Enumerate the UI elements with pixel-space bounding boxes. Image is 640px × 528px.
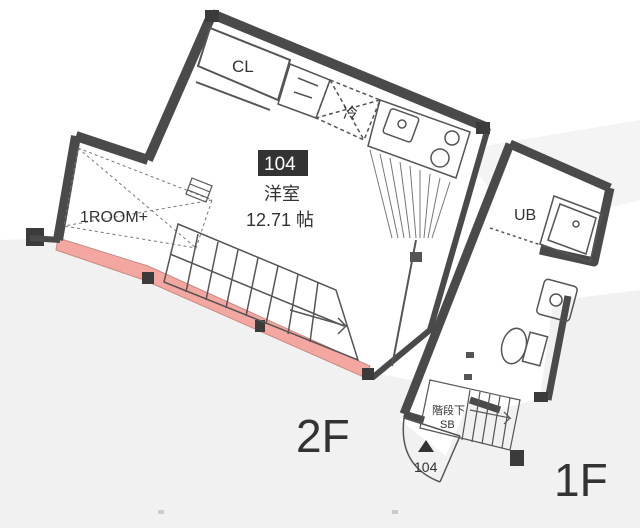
room-type: 洋室 — [264, 184, 300, 204]
bath-label: UB — [514, 207, 536, 224]
loft-label: 1ROOM+ — [80, 209, 148, 226]
lower-fixture-marks — [464, 352, 474, 380]
marker-dot — [158, 510, 164, 514]
sink — [536, 278, 578, 322]
closet-label: CL — [232, 57, 254, 76]
lower-columns — [510, 392, 548, 466]
upper-stair-fan — [369, 149, 451, 239]
ladder — [185, 177, 213, 203]
kitchen — [277, 62, 471, 179]
lower-floor-area — [400, 146, 608, 456]
fridge-label: 冷 — [343, 105, 358, 122]
lower-walls — [399, 139, 615, 424]
partition-mark — [410, 252, 422, 262]
marker-dot — [392, 510, 398, 514]
lower-stair — [419, 379, 521, 451]
entrance-door — [402, 417, 461, 483]
floor-lower-label: 1F — [554, 454, 608, 506]
room-number: 104 — [264, 154, 296, 175]
upper-walls — [53, 9, 491, 381]
toilet — [500, 327, 549, 367]
entrance-number: 104 — [414, 459, 438, 475]
closet — [195, 26, 292, 111]
stairs-label: 階段下 — [432, 403, 465, 417]
main-stair — [163, 222, 360, 362]
floor-upper-label: 2F — [296, 410, 350, 462]
room-number-badge — [258, 150, 308, 176]
bath-unit — [489, 195, 603, 263]
room-area: 12.71 帖 — [246, 210, 314, 230]
stairs-storage-label: SB — [440, 419, 455, 431]
background-shadow — [0, 238, 640, 528]
left-wall-stub — [29, 235, 61, 243]
entrance-arrow-icon — [418, 440, 434, 452]
